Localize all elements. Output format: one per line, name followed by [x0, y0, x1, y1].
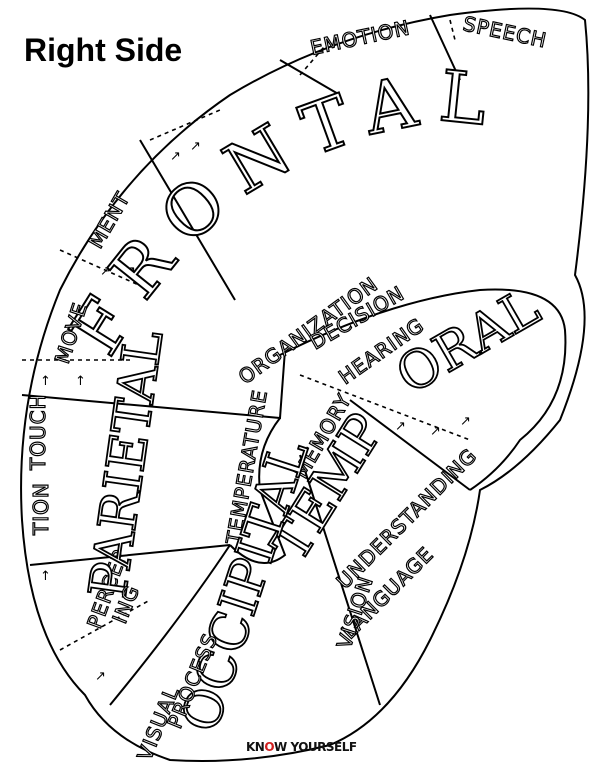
emotion-label: EMOTION [308, 15, 412, 60]
divider-parietal-lower [29, 544, 231, 566]
oral-label: ORAL [387, 277, 550, 406]
temporal-outline [279, 288, 567, 491]
page-title: Right Side [24, 32, 183, 68]
dashed-line [22, 19, 471, 651]
divider-occipital [109, 544, 231, 706]
arrows: ↑ ↑ ↗ ↗ ↗ ↗ ↗ ↗ ↗ ↑ ↗ [40, 139, 471, 684]
divider-temporal-bottom [299, 399, 471, 706]
logo-text: W YOURSELF [274, 740, 357, 754]
parietal-label: PARIETAL [78, 327, 175, 602]
svg-text:↗: ↗ [190, 139, 201, 154]
svg-text:↗: ↗ [100, 264, 111, 279]
speech-label: SPEECH [461, 11, 549, 52]
fingerprint-icon: O [264, 740, 275, 754]
svg-text:↗: ↗ [430, 424, 441, 439]
know-yourself-logo: KNOW YOURSELF [246, 740, 357, 754]
svg-text:↗: ↗ [170, 149, 181, 164]
svg-text:↗: ↗ [95, 669, 106, 684]
svg-text:↗: ↗ [125, 264, 136, 279]
svg-text:↗: ↗ [460, 414, 471, 429]
svg-text:↑: ↑ [40, 374, 51, 389]
svg-text:↑: ↑ [40, 569, 51, 584]
divider-frontal-upper [139, 14, 461, 301]
svg-text:↗: ↗ [395, 419, 406, 434]
brain-outline [20, 7, 590, 762]
tion-label: TION [29, 482, 53, 536]
logo-text: KN [246, 740, 265, 754]
svg-text:↑: ↑ [75, 374, 86, 389]
divider-parietal-temporal [229, 417, 287, 564]
touch-label: TOUCH [26, 393, 50, 471]
